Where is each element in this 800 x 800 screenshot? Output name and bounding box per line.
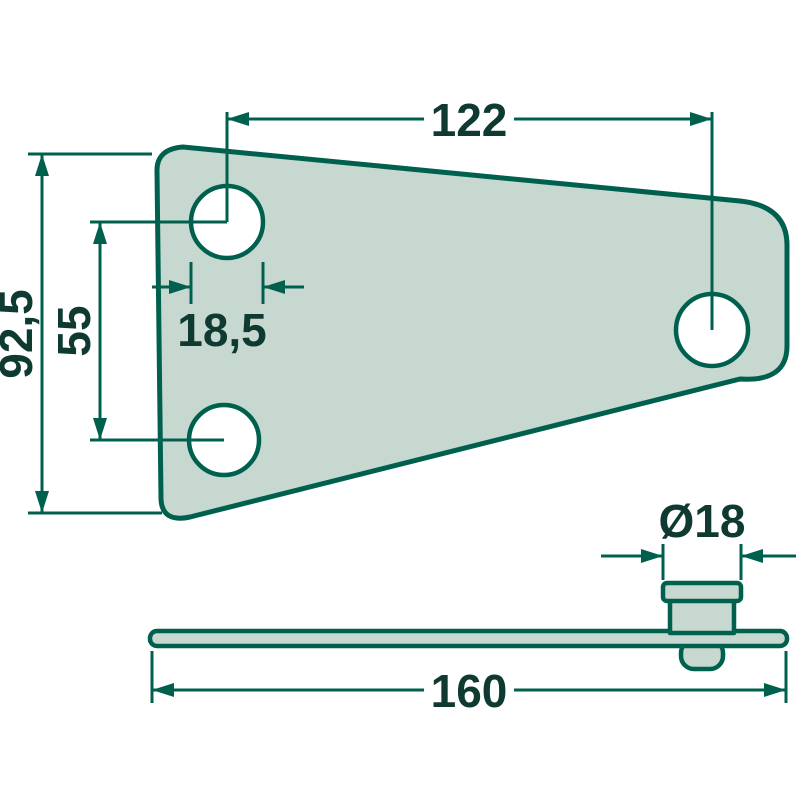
arrow-down-icon [93,418,107,440]
dim-label-92-5: 92,5 [0,289,42,379]
dimension-lines [152,262,304,304]
dim-label-diameter-18: Ø18 [659,495,746,547]
dim-label-160: 160 [431,665,508,717]
dimension-hole-diameter: 18,5 [152,262,304,356]
dimension-lines [28,152,162,515]
arrow-right-icon [764,683,786,697]
arrow-down-icon [35,491,49,513]
dimension-pin-diameter: Ø18 [601,495,796,580]
dimension-lines [601,544,796,580]
arrow-right-icon [690,112,712,126]
dimension-hole-pitch-horizontal: 122 [225,94,714,330]
side-view: Ø18 160 [147,495,796,717]
arrow-up-icon [35,154,49,176]
dim-label-18-5: 18,5 [177,304,267,356]
dimension-lines [225,112,714,330]
plate-outline [154,144,790,521]
plate-side-profile [147,628,790,649]
dimension-lines [90,220,227,442]
top-view: 122 92,5 55 18,5 [0,94,790,521]
arrow-left-icon [227,112,249,126]
dimension-lines [150,651,788,703]
dimension-plate-length: 160 [150,651,788,717]
dimension-hole-pitch-vertical: 55 [48,220,227,442]
dimension-plate-height: 92,5 [0,152,162,515]
arrow-right-icon [641,549,663,563]
dim-label-122: 122 [431,94,508,146]
arrow-left-icon [741,549,763,563]
pin-neck [667,596,737,636]
dim-label-55: 55 [48,305,100,356]
arrow-right-icon [169,280,191,294]
arrow-up-icon [93,222,107,244]
arrow-left-icon [152,683,174,697]
pin-cap [660,580,744,604]
arrow-left-icon [263,280,285,294]
